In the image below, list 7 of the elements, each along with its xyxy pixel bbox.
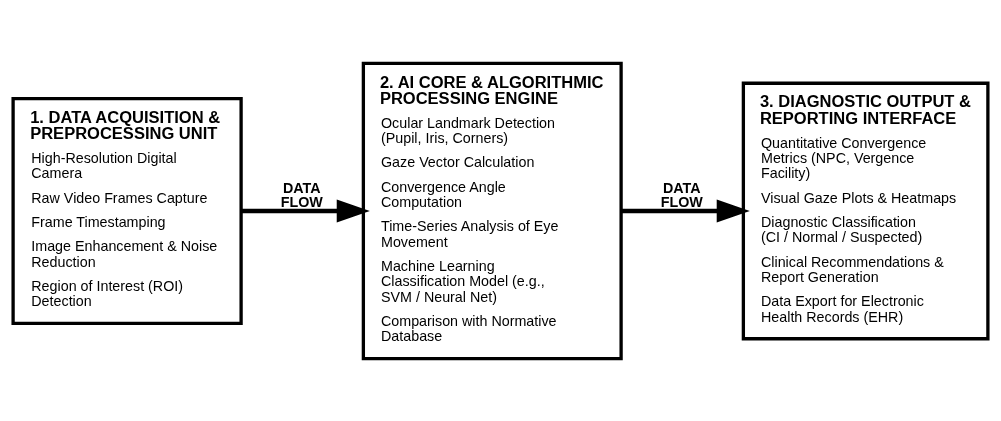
node-box: 2. AI CORE & ALGORITHMIC PROCESSING ENGINE Ocular Landmark Detection (Pupil, Iris, Corners) Gaze Vector Calculation Convergence Angle Computation Time-Series Analysis of Eye Movement Machine Learning Classification Model (e.g., SVM / Neural Net) Comparison with Normative Database	[361, 61, 623, 360]
arrow	[241, 198, 370, 223]
edge-label: DATA FLOW	[280, 179, 323, 210]
node-box: 3. DIAGNOSTIC OUTPUT & REPORTING INTERFACE Quantitative Convergence Metrics (NPC, Vergence Facility) Visual Gaze Plots & Heatmaps Diagnostic Classification (CI / Normal / Suspected) Clinical Recommendations & Report Generation Data Export for Electronic Health Records (EHR)	[741, 81, 990, 340]
arrow	[621, 198, 750, 223]
node-box: 1. DATA ACQUISITION & PREPROCESSING UNIT High-Resolution Digital Camera Raw Video Frames Capture Frame Timestamping Image Enhancement & Noise Reduction Region of Interest (ROI) Detection	[11, 96, 243, 325]
edge-label: DATA FLOW	[660, 179, 703, 210]
